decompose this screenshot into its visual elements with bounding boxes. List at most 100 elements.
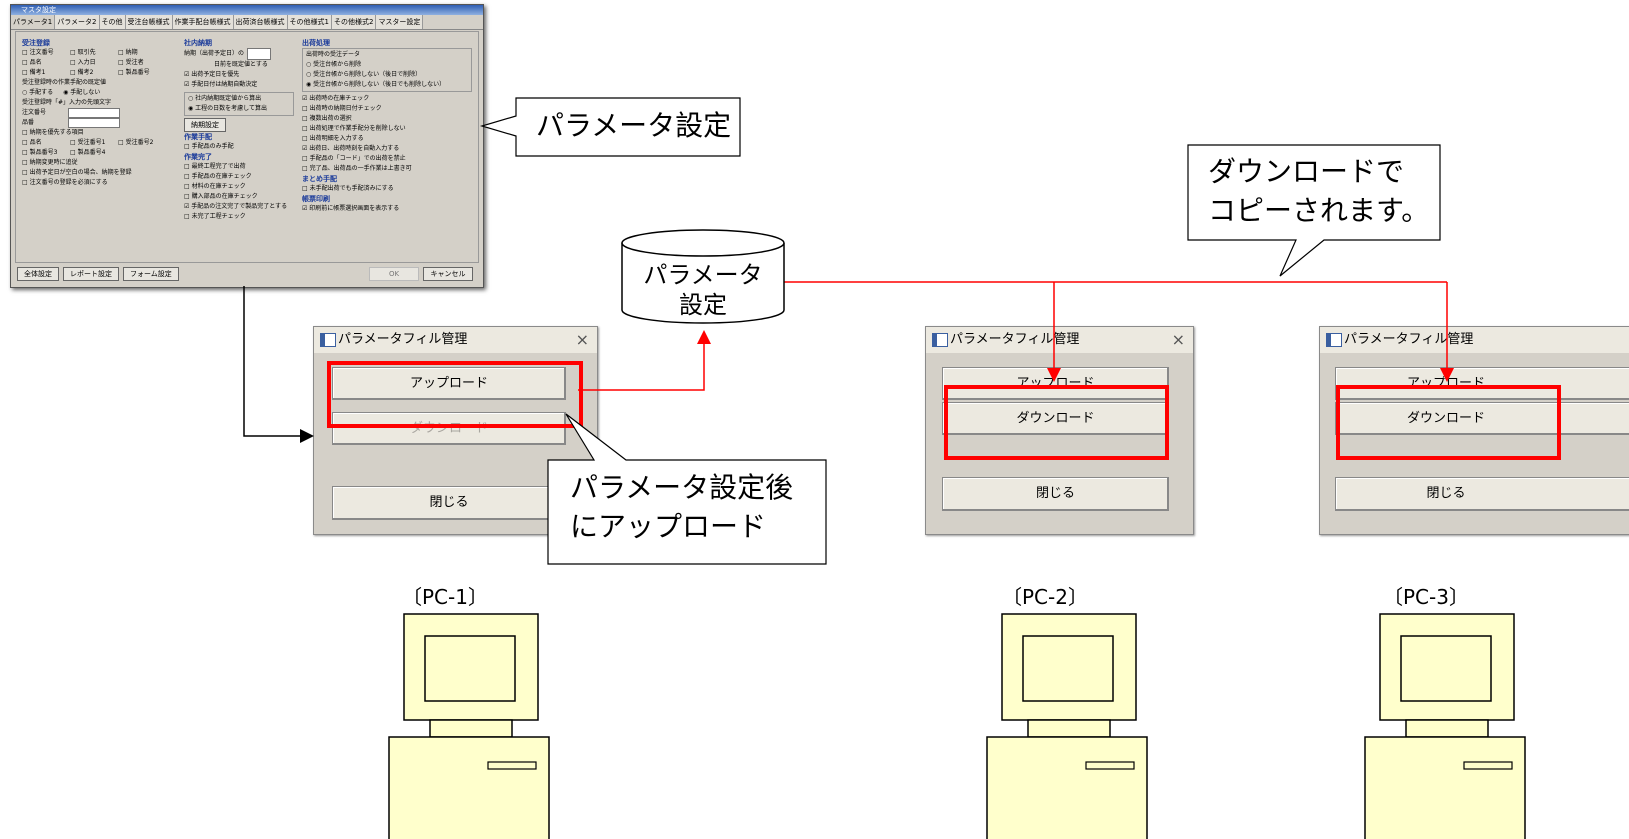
work-complete-heading: 作業完了 — [184, 153, 212, 161]
order-entry-column: 受注登録 □ 注文番号 □ 取引先 □ 納期 □ 品名 □ 入力日 □ 受注者 … — [22, 38, 172, 188]
deadline-days-input[interactable] — [247, 48, 272, 60]
radio-delete[interactable]: ○ 受注台帳から削除 — [306, 61, 362, 68]
option[interactable]: ☑ 印刷前に帳票選択画面を表示する — [302, 205, 400, 212]
option[interactable]: □ 取引先 — [70, 49, 96, 56]
tab-shipped-ledger[interactable]: 出荷済台帳様式 — [233, 15, 288, 29]
option[interactable]: □ 出荷予定日が空白の場合、納期を登録 — [22, 169, 132, 176]
option[interactable]: □ 手配品の在庫チェック — [184, 173, 252, 180]
option[interactable]: □ 完了品、出荷品の一手作業は上書き可 — [302, 165, 412, 172]
form-icon — [320, 333, 336, 347]
option[interactable]: □ 手配品の「コード」での出荷を禁止 — [302, 155, 406, 162]
form-icon — [1326, 333, 1342, 347]
ok-button[interactable]: OK — [369, 267, 419, 281]
option[interactable]: □ 購入部品の在庫チェック — [184, 193, 258, 200]
flow-connector-settings — [243, 286, 300, 437]
radio-no-arrange[interactable]: ◉ 手配しない — [63, 89, 101, 96]
global-settings-button[interactable]: 全体設定 — [17, 267, 59, 281]
callout-download-shape — [1187, 144, 1441, 277]
option[interactable]: □ 品名 — [22, 139, 42, 146]
download-button[interactable]: ダウンロード — [942, 402, 1169, 435]
download-button[interactable]: ダウンロード — [1335, 402, 1629, 435]
option[interactable]: □ 納期 — [118, 49, 138, 56]
radio-keep-always[interactable]: ◉ 受注台帳から削除しない（後日でも削除しない） — [306, 81, 446, 88]
callout-download-line1: ダウンロードで — [1208, 155, 1405, 188]
close-icon[interactable]: × — [1171, 330, 1185, 349]
option[interactable]: □ 受注番号2 — [118, 139, 154, 146]
option[interactable]: □ 材料の在庫チェック — [184, 183, 246, 190]
report-settings-button[interactable]: レポート設定 — [63, 267, 119, 281]
close-icon[interactable]: × — [575, 330, 589, 349]
option[interactable]: ☑ 手配日付は納期自動決定 — [184, 81, 258, 88]
tab-master[interactable]: マスター設定 — [376, 15, 424, 29]
window-title: マスタ設定 — [11, 5, 483, 15]
upload-button[interactable]: アップロード — [332, 367, 566, 400]
pc3-label: 〔PC-3〕 — [1383, 585, 1469, 609]
radio-from-default[interactable]: ○ 社内納期既定値から算出 — [188, 95, 262, 102]
option[interactable]: □ 製品番号 — [118, 69, 150, 76]
deadline-row: 納期（出荷予定日）の — [184, 48, 294, 60]
tab-param2[interactable]: パラメータ2 — [55, 15, 100, 29]
work-arrange-heading: 作業手配 — [184, 133, 212, 141]
settings-button-row: 全体設定 レポート設定 フォーム設定 — [17, 267, 179, 281]
deadline-mode-group: ○ 社内納期既定値から算出 ◉ 工程の日数を考慮して算出 — [184, 92, 294, 116]
pc1-label: 〔PC-1〕 — [402, 585, 488, 609]
option[interactable]: □ 入力日 — [70, 59, 96, 66]
option[interactable]: ☑ 出荷日、出荷時刻を自動入力する — [302, 145, 400, 152]
prefix-label: 受注登録時「#」入力の先頭文字 — [22, 99, 112, 106]
dialog-title: パラメータフィル管理 — [338, 332, 468, 347]
radio-keep-later[interactable]: ○ 受注台帳から削除しない（後日で削除） — [306, 71, 422, 78]
close-button[interactable]: 閉じる — [332, 486, 566, 520]
option[interactable]: ☑ 出荷予定日を優先 — [184, 71, 240, 78]
option[interactable]: □ 製品番号4 — [70, 149, 106, 156]
option[interactable]: □ 注文番号 — [22, 49, 54, 56]
tab-param1[interactable]: パラメータ1 — [11, 15, 56, 29]
tab-other-format2[interactable]: その他様式2 — [331, 15, 377, 29]
upload-arrowhead — [697, 330, 711, 344]
option[interactable]: □ 受注番号1 — [70, 139, 106, 146]
radio-arrange[interactable]: ○ 手配する — [22, 89, 54, 96]
upload-connector — [578, 334, 705, 391]
option[interactable]: □ 受注者 — [118, 59, 144, 66]
callout-param-text: パラメータ設定 — [536, 109, 732, 142]
callout-param-shape — [479, 97, 741, 157]
tab-order-ledger[interactable]: 受注台帳様式 — [125, 15, 173, 29]
option[interactable]: □ 備考1 — [22, 69, 46, 76]
part-no-label: 品番 — [22, 119, 35, 126]
option[interactable]: □ 未完了工程チェック — [184, 213, 246, 220]
option[interactable]: ☑ 出荷時の在庫チェック — [302, 95, 370, 102]
option[interactable]: □ 納期変更時に追従 — [22, 159, 78, 166]
cancel-button[interactable]: キャンセル — [423, 267, 473, 281]
close-button[interactable]: 閉じる — [1335, 477, 1629, 511]
tab-work-ledger[interactable]: 作業手配台帳様式 — [172, 15, 234, 29]
option[interactable]: □ 出荷時の納期日付チェック — [302, 105, 382, 112]
option[interactable]: □ 手配品のみ手配 — [184, 143, 234, 150]
param-file-dialog-pc1: パラメータフィル管理 × アップロード ダウンロード 閉じる — [313, 326, 598, 535]
close-button[interactable]: 閉じる — [942, 477, 1169, 511]
pc2-label: 〔PC-2〕 — [1002, 585, 1088, 609]
download-arrowhead-pc3 — [1440, 368, 1454, 382]
dialog-titlebar: パラメータフィル管理 × — [314, 327, 597, 353]
tab-other-format1[interactable]: その他様式1 — [287, 15, 332, 29]
default-work-radios: ○ 手配する ◉ 手配しない — [22, 88, 172, 98]
option[interactable]: □ 注文番号の登録を必須にする — [22, 179, 108, 186]
part-no-input[interactable] — [68, 118, 120, 128]
cylinder-label-line1: パラメータ — [643, 261, 763, 289]
order-no-label: 注文番号 — [22, 109, 47, 116]
option[interactable]: ☑ 手配品の注文完了で製品完了とする — [184, 203, 288, 210]
download-button[interactable]: ダウンロード — [332, 412, 566, 445]
deadline-default-label: 日前を既定値とする — [214, 61, 268, 68]
option[interactable]: □ 出荷処理で作業手配分を削除しない — [302, 125, 406, 132]
option[interactable]: □ 備考2 — [70, 69, 94, 76]
option[interactable]: □ 最終工程完了で出荷 — [184, 163, 246, 170]
option[interactable]: □ 品名 — [22, 59, 42, 66]
option[interactable]: □ 製品番号3 — [22, 149, 58, 156]
order-no-input[interactable] — [68, 108, 120, 118]
option[interactable]: □ 未手配出荷でも手配済みにする — [302, 185, 394, 192]
param-file-dialog-pc3: パラメータフィル管理 アップロード ダウンロード 閉じる — [1319, 326, 1629, 535]
form-settings-button[interactable]: フォーム設定 — [123, 267, 179, 281]
radio-from-process[interactable]: ◉ 工程の日数を考慮して算出 — [188, 105, 267, 112]
tab-other[interactable]: その他 — [99, 15, 126, 29]
deadline-setting-button[interactable]: 納期設定 — [184, 118, 226, 132]
option[interactable]: □ 出荷明細を入力する — [302, 135, 364, 142]
option[interactable]: □ 複数出荷の選択 — [302, 115, 352, 122]
